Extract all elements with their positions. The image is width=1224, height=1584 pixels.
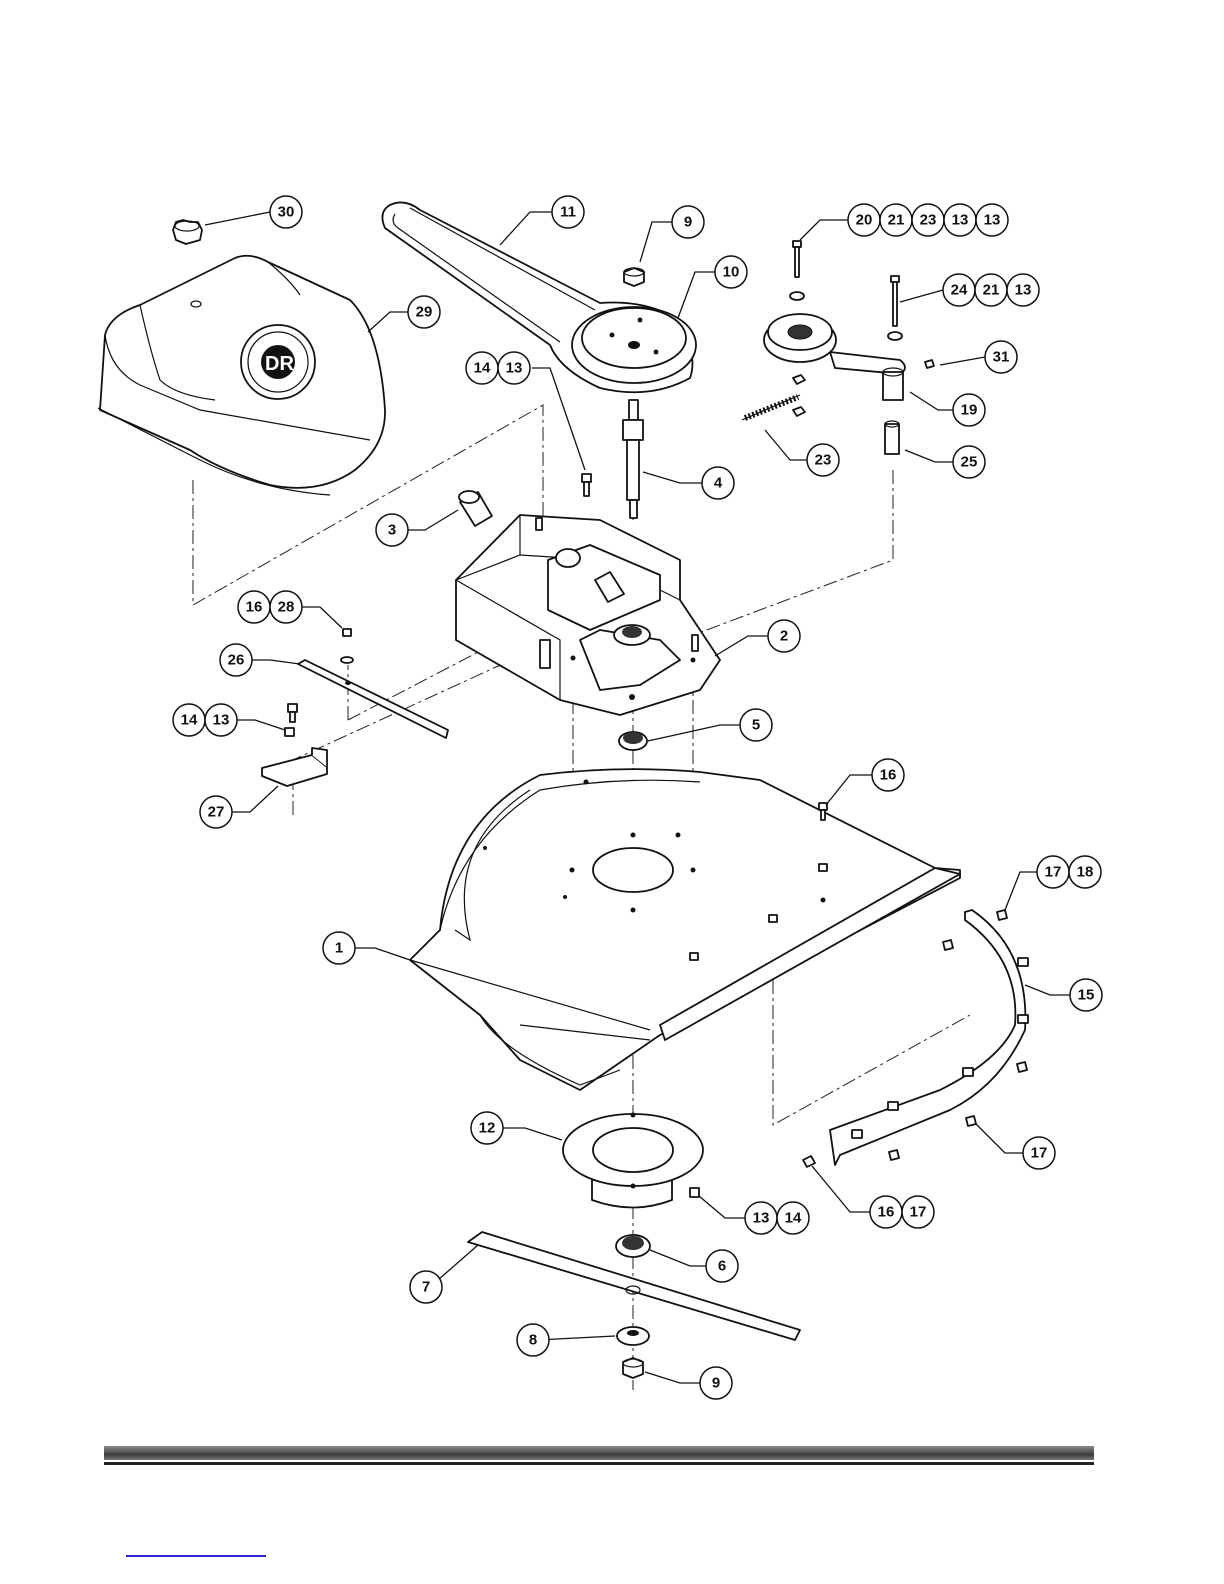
callout-8: 8 [517,1324,549,1356]
callout-29: 29 [408,296,440,328]
callout-17: 17 [1023,1137,1055,1169]
svg-text:13: 13 [1015,282,1032,299]
svg-text:23: 23 [815,452,832,469]
idler-assembly [742,241,934,454]
footer-rule [104,1446,1094,1460]
svg-text:11: 11 [560,204,576,221]
svg-text:21: 21 [983,282,1000,299]
svg-text:23: 23 [920,212,937,229]
svg-text:29: 29 [416,304,433,321]
svg-text:20: 20 [856,212,873,229]
svg-text:31: 31 [993,349,1010,366]
mower-deck [410,769,960,1090]
svg-text:14: 14 [785,1210,802,1227]
callout-group-16-28: 16 28 [238,591,302,623]
footer-link-underline[interactable] [126,1555,266,1557]
svg-text:14: 14 [181,712,198,729]
callout-group-14-13-lower: 14 13 [173,704,237,736]
svg-text:6: 6 [718,1258,726,1275]
callout-26: 26 [220,644,252,676]
callout-4: 4 [702,467,734,499]
small-bracket [262,704,327,786]
callout-1: 1 [323,932,355,964]
callout-3: 3 [376,514,408,546]
callout-30: 30 [270,196,302,228]
svg-text:17: 17 [910,1204,927,1221]
callout-10: 10 [715,256,747,288]
callout-9-top: 9 [672,206,704,238]
svg-text:3: 3 [388,522,396,539]
svg-text:9: 9 [684,214,692,231]
svg-text:16: 16 [878,1204,895,1221]
callout-23: 23 [807,444,839,476]
belt-cover: DR [98,256,385,495]
svg-text:27: 27 [208,804,225,821]
footer-rule-line [104,1462,1094,1465]
bushing [459,491,492,526]
svg-text:25: 25 [961,454,978,471]
svg-text:24: 24 [951,282,968,299]
callout-7: 7 [410,1271,442,1303]
svg-text:9: 9 [712,1375,720,1392]
svg-text:15: 15 [1078,987,1095,1004]
svg-text:13: 13 [213,712,230,729]
svg-text:5: 5 [752,717,760,734]
lower-flange [563,1113,703,1208]
lower-bearing [616,1235,650,1257]
svg-text:12: 12 [479,1120,496,1137]
spindle-housing [456,515,720,715]
svg-text:14: 14 [474,360,491,377]
spindle-shaft [623,400,643,518]
callout-5: 5 [740,709,772,741]
callout-9-bottom: 9 [700,1367,732,1399]
svg-text:1: 1 [335,940,343,957]
callout-group-14-13-upper: 14 13 [466,352,530,384]
callout-25: 25 [953,446,985,478]
callout-2: 2 [768,620,800,652]
callout-group-17-18: 17 18 [1037,856,1101,888]
svg-text:13: 13 [753,1210,770,1227]
svg-text:18: 18 [1077,864,1094,881]
svg-text:16: 16 [880,767,897,784]
callout-31: 31 [985,341,1017,373]
svg-text:8: 8 [529,1332,537,1349]
svg-text:17: 17 [1045,864,1062,881]
svg-text:13: 13 [984,212,1001,229]
callout-6: 6 [706,1250,738,1282]
bracket-bar [298,629,448,738]
callout-group-16-17: 16 17 [870,1196,934,1228]
svg-text:26: 26 [228,652,245,669]
knob [173,220,202,244]
guard-strap [803,910,1028,1167]
svg-text:10: 10 [723,264,740,281]
callout-group-24: 24 21 13 [943,274,1039,306]
drive-pulley [572,307,696,383]
cover-logo-text: DR [265,353,294,375]
svg-text:21: 21 [888,212,905,229]
svg-text:16: 16 [246,599,263,616]
callout-27: 27 [200,796,232,828]
bolt-14-13-upper [582,474,591,496]
callout-12: 12 [471,1112,503,1144]
svg-text:17: 17 [1031,1145,1048,1162]
svg-text:13: 13 [952,212,969,229]
svg-text:2: 2 [780,628,788,645]
svg-text:28: 28 [278,599,295,616]
top-nut [624,268,644,286]
callout-11: 11 [552,196,584,228]
callout-group-20: 20 21 23 13 13 [848,204,1008,236]
svg-text:19: 19 [961,402,978,419]
callout-16: 16 [872,759,904,791]
bottom-nut [623,1358,643,1378]
svg-text:7: 7 [422,1279,430,1296]
callout-19: 19 [953,394,985,426]
svg-text:30: 30 [278,204,295,221]
upper-bearing [619,732,647,750]
svg-text:13: 13 [506,360,523,377]
svg-text:4: 4 [714,475,723,492]
callout-group-13-14: 13 14 [745,1202,809,1234]
callout-15: 15 [1070,979,1102,1011]
blade-washer [617,1327,649,1345]
